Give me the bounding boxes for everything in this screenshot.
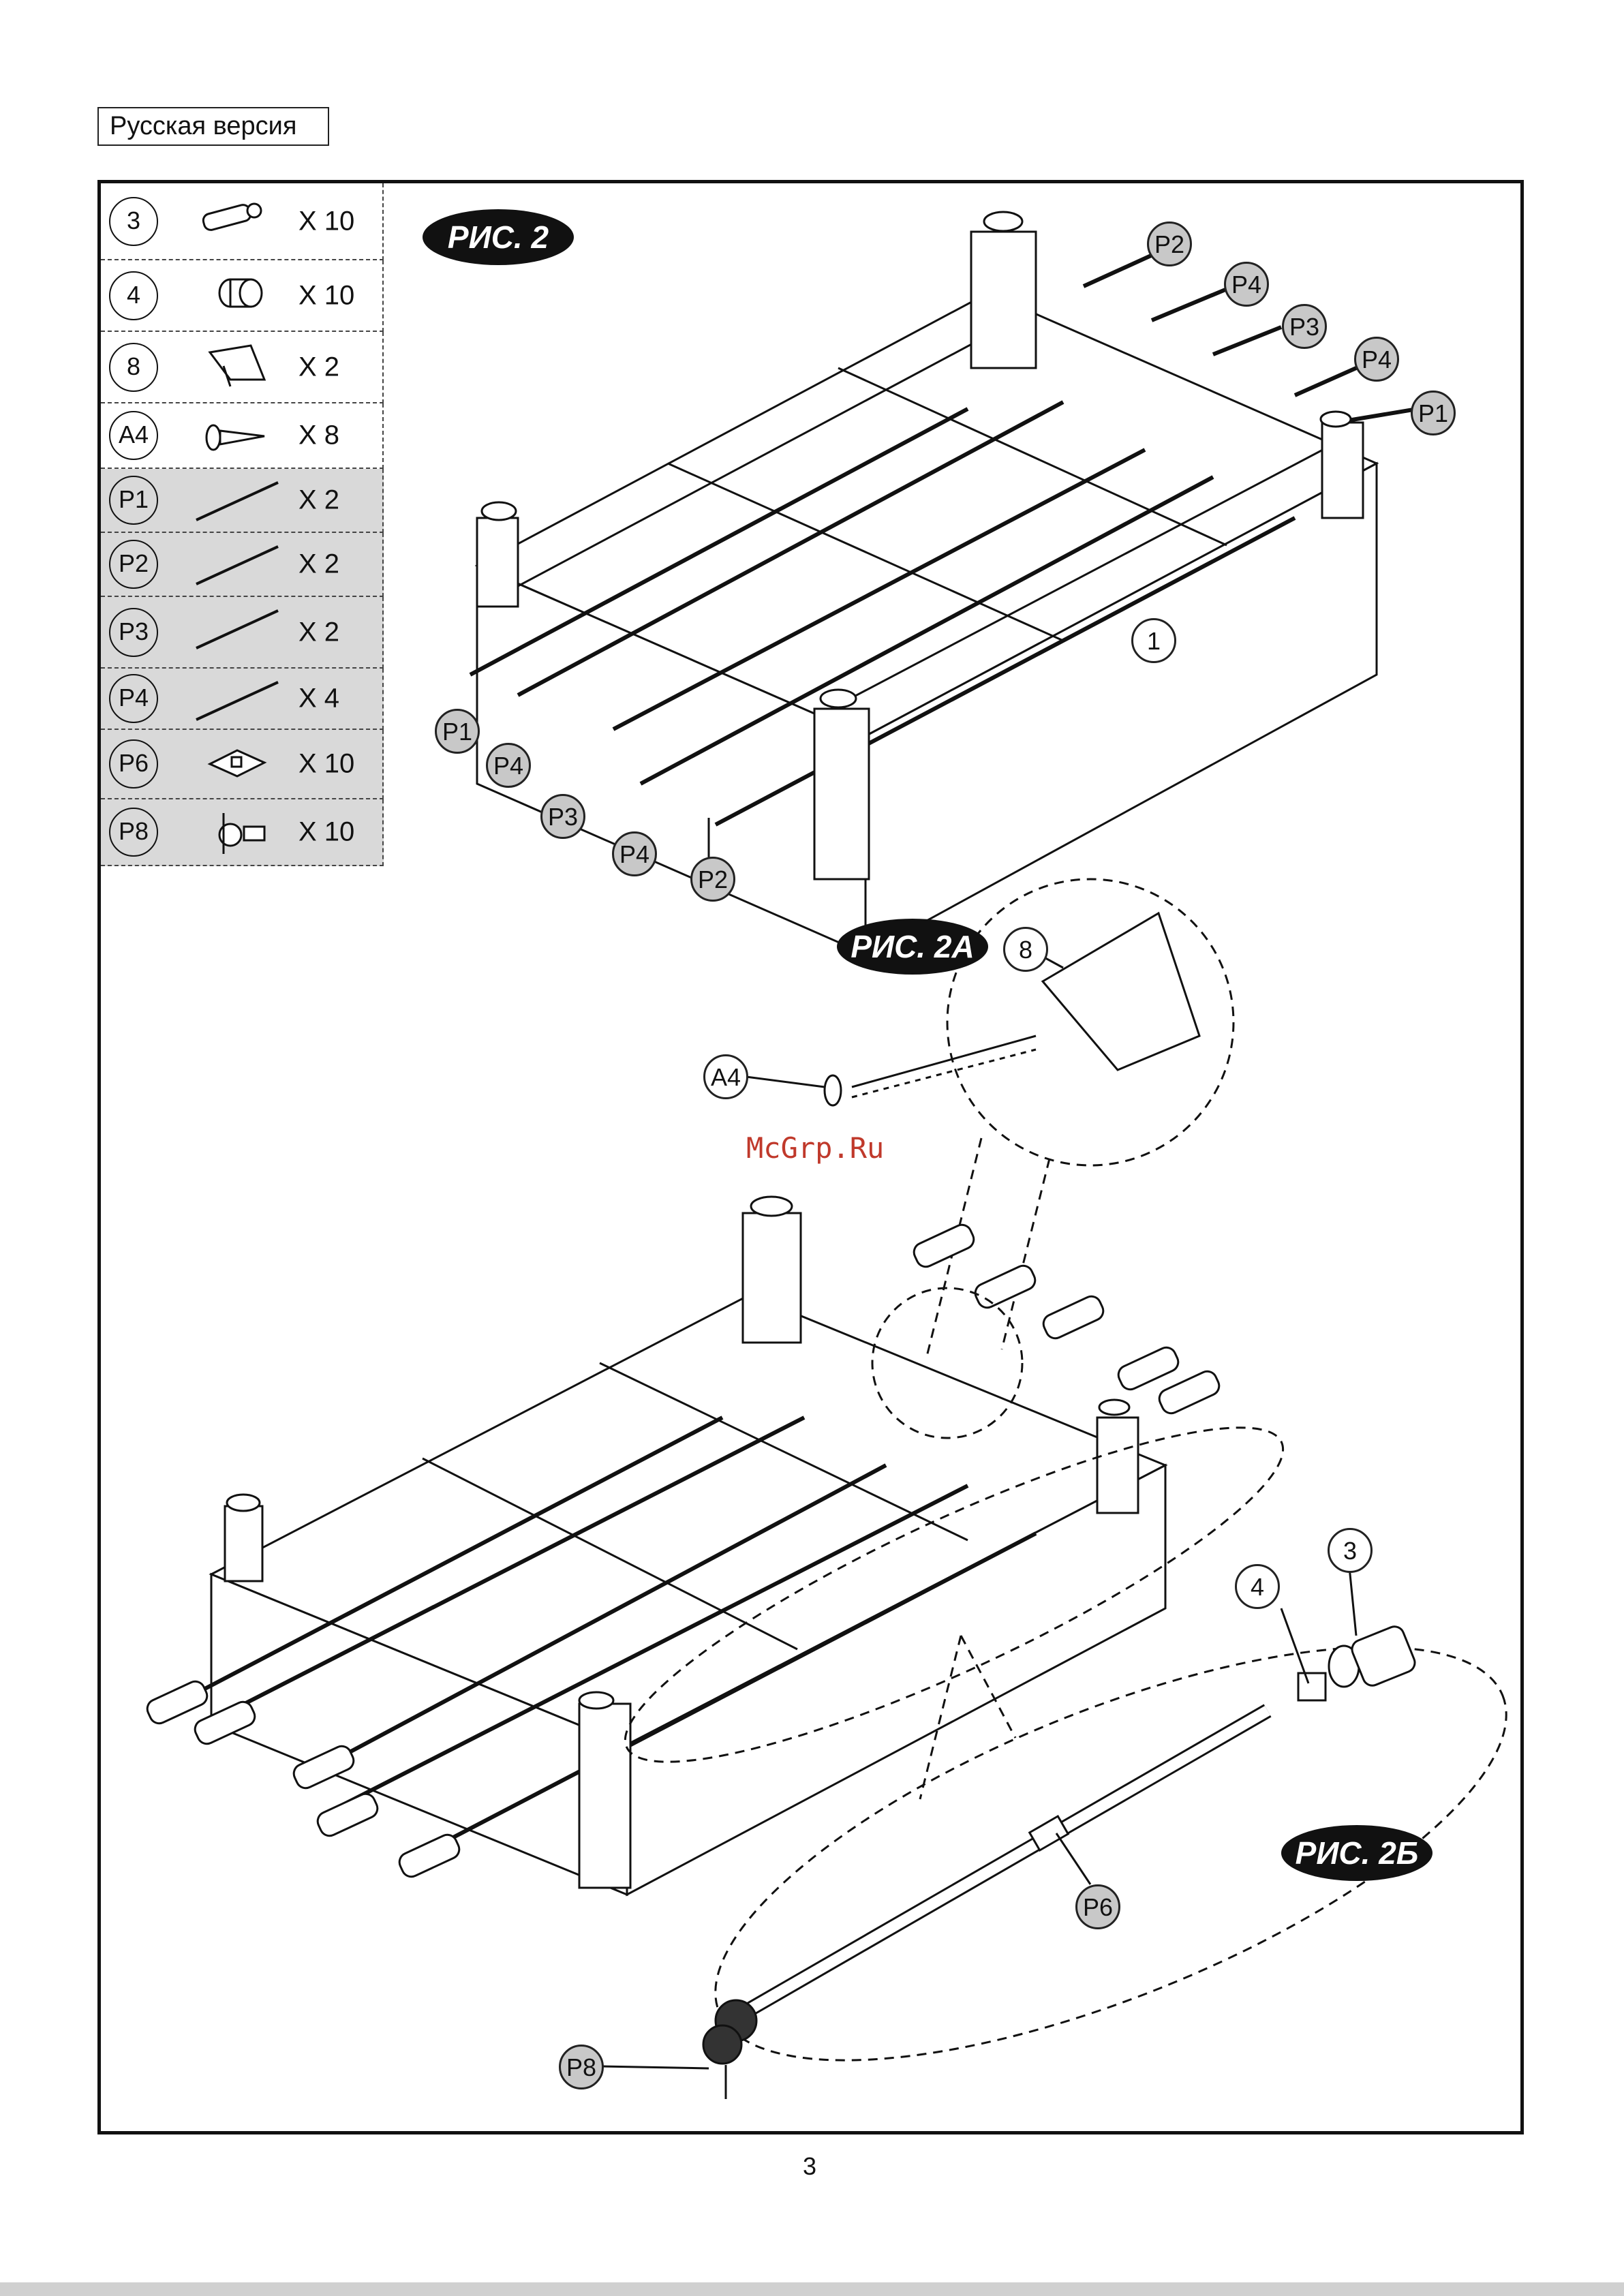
callout-goal-8: 8	[1003, 927, 1048, 972]
callout-p4-left-1: P4	[486, 743, 531, 788]
callout-p1-left: P1	[435, 709, 480, 754]
figure-2b-label: РИС. 2Б	[1281, 1825, 1433, 1881]
table-top-view	[470, 212, 1418, 954]
callout-handle-3: 3	[1328, 1528, 1373, 1573]
callout-p4-top-2: P4	[1354, 337, 1399, 382]
callout-p3-left: P3	[540, 794, 585, 839]
watermark: McGrp.Ru	[746, 1131, 884, 1165]
callout-p8: P8	[559, 2045, 604, 2090]
callout-p2-left: P2	[690, 857, 735, 902]
figure-2-label: РИС. 2	[423, 209, 574, 265]
page-number: 3	[803, 2152, 816, 2181]
figure-2a-label: РИС. 2А	[837, 919, 988, 975]
callout-p4-top-1: P4	[1224, 262, 1269, 307]
callout-p6: P6	[1075, 1884, 1120, 1929]
callout-p4-left-2: P4	[612, 831, 657, 876]
callout-p3-top: P3	[1282, 304, 1327, 349]
callout-p1-top: P1	[1411, 391, 1456, 435]
callout-table-1: 1	[1131, 618, 1176, 663]
bottom-bar	[0, 2282, 1624, 2296]
callout-screw-a4: A4	[703, 1054, 748, 1099]
callout-washer-4: 4	[1235, 1564, 1280, 1609]
callout-p2-top: P2	[1147, 221, 1192, 266]
